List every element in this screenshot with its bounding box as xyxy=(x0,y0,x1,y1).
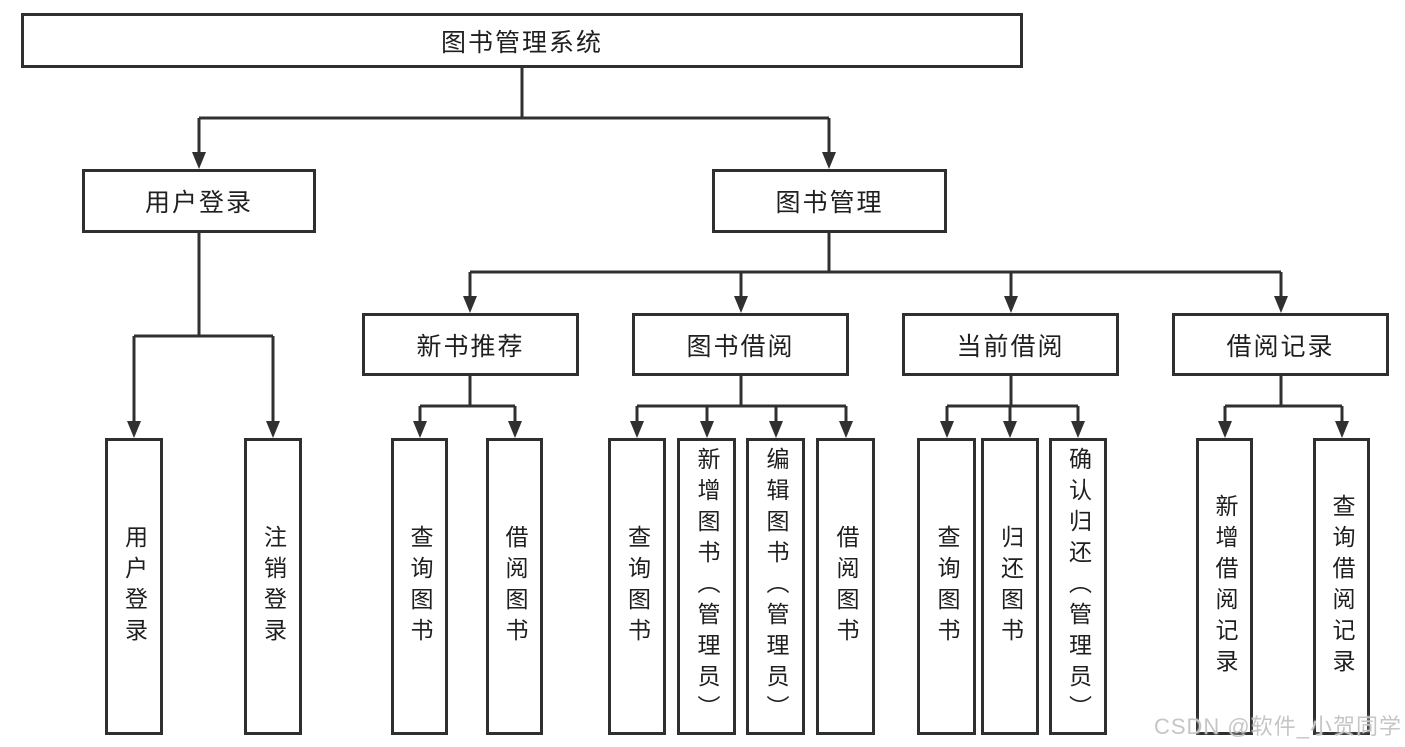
arrowhead xyxy=(1003,421,1017,438)
node-label: 借阅图书 xyxy=(502,524,528,649)
node-label: 用户登录 xyxy=(144,189,253,217)
node-label: 图书管理系统 xyxy=(440,28,603,57)
connector-book-borrow-to-leaves xyxy=(630,376,853,438)
connector-borrow-records-to-leaves xyxy=(1218,376,1349,438)
node-borrowing-records: 借阅记录 xyxy=(1172,313,1389,376)
leaf-return-books: 归还图书 xyxy=(981,438,1039,735)
arrowhead xyxy=(463,296,477,313)
arrowhead xyxy=(1274,296,1288,313)
leaf-add-books-admin: 新增图书（管理员） xyxy=(677,438,736,735)
node-label: 查询借阅记录 xyxy=(1329,493,1355,680)
leaf-borrow-books-2: 借阅图书 xyxy=(816,438,875,735)
arrowhead xyxy=(940,421,954,438)
connector-root-to-level2 xyxy=(192,68,836,169)
leaf-confirm-return-admin: 确认归还（管理员） xyxy=(1049,438,1107,735)
node-book-borrowing: 图书借阅 xyxy=(632,313,849,376)
arrowhead xyxy=(1335,421,1349,438)
node-label: 查询图书 xyxy=(934,524,960,649)
node-library-management-system: 图书管理系统 xyxy=(21,13,1023,68)
node-label: 编辑图书（管理员） xyxy=(763,447,789,726)
arrowhead xyxy=(127,421,141,438)
arrowhead xyxy=(1218,421,1232,438)
leaf-logout: 注销登录 xyxy=(244,438,302,735)
node-label: 查询图书 xyxy=(407,524,433,649)
arrowhead xyxy=(839,421,853,438)
node-label: 图书借阅 xyxy=(686,332,795,361)
leaf-edit-books-admin: 编辑图书（管理员） xyxy=(746,438,805,735)
arrowhead xyxy=(1004,296,1018,313)
node-label: 新书推荐 xyxy=(416,332,525,361)
node-user-login: 用户登录 xyxy=(82,169,316,233)
node-label: 借阅记录 xyxy=(1226,332,1335,361)
arrowhead xyxy=(413,421,427,438)
arrowhead xyxy=(822,152,836,169)
node-label: 查询图书 xyxy=(624,524,651,649)
node-label: 注销登录 xyxy=(260,524,287,649)
leaf-query-books-2: 查询图书 xyxy=(608,438,666,735)
watermark: CSDN @软件_小贺同学 xyxy=(1153,714,1402,739)
leaf-query-books-1: 查询图书 xyxy=(391,438,448,735)
arrowhead xyxy=(1071,421,1085,438)
leaf-query-borrow-record: 查询借阅记录 xyxy=(1313,438,1370,735)
leaf-borrow-books-1: 借阅图书 xyxy=(486,438,543,735)
node-label: 新增借阅记录 xyxy=(1212,493,1238,680)
arrowhead xyxy=(700,421,714,438)
node-label: 确认归还（管理员） xyxy=(1065,447,1092,726)
arrowhead xyxy=(734,296,748,313)
arrowhead xyxy=(769,421,783,438)
node-label: 借阅图书 xyxy=(833,524,859,649)
node-new-book-recommend: 新书推荐 xyxy=(362,313,579,376)
connector-book-mgmt-to-level3 xyxy=(463,233,1288,313)
arrowhead xyxy=(508,421,522,438)
node-label: 用户登录 xyxy=(121,524,148,649)
connector-user-login-to-leaves xyxy=(127,233,280,438)
connector-current-borrow-to-leaves xyxy=(940,376,1085,438)
connector-new-book-rec-to-leaves xyxy=(413,376,522,438)
leaf-add-borrow-record: 新增借阅记录 xyxy=(1196,438,1253,735)
arrowhead xyxy=(192,152,206,169)
arrowhead xyxy=(630,421,644,438)
node-book-management: 图书管理 xyxy=(712,169,947,233)
leaf-user-login: 用户登录 xyxy=(105,438,163,735)
node-label: 归还图书 xyxy=(997,524,1024,649)
node-label: 图书管理 xyxy=(775,189,884,217)
node-label: 新增图书（管理员） xyxy=(694,447,720,726)
arrowhead xyxy=(266,421,280,438)
node-label: 当前借阅 xyxy=(956,332,1065,361)
node-current-borrowing: 当前借阅 xyxy=(902,313,1119,376)
leaf-query-books-3: 查询图书 xyxy=(917,438,976,735)
